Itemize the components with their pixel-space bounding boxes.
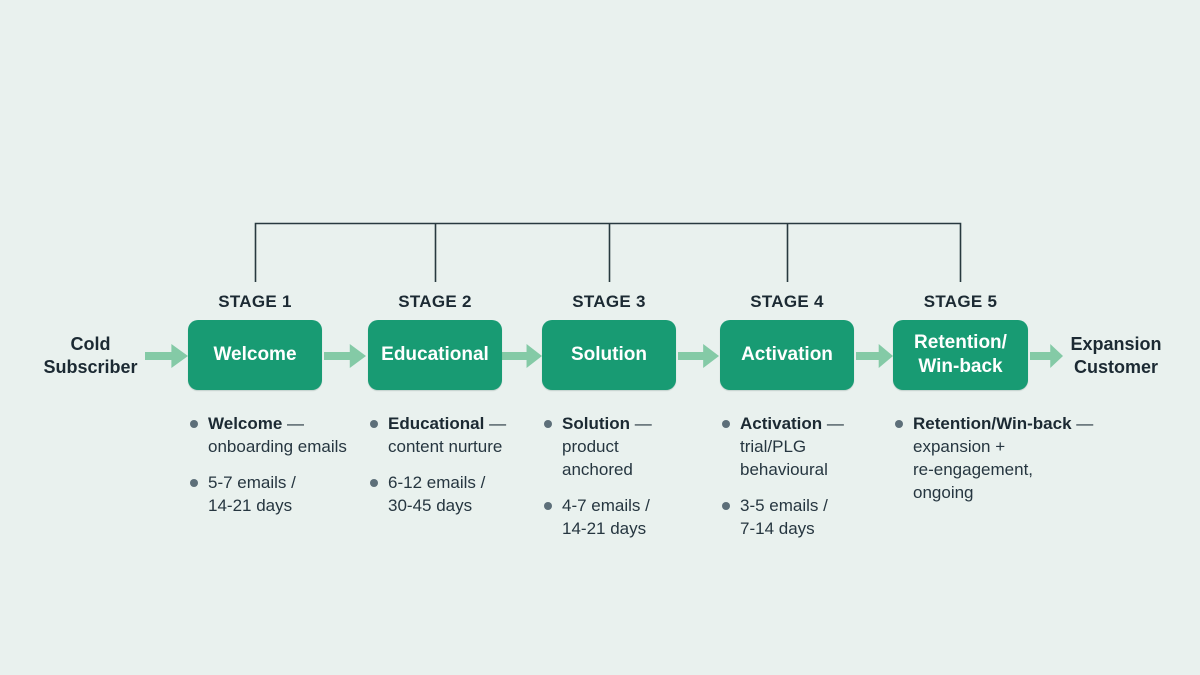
- bullet-bold: Welcome: [208, 414, 283, 433]
- stage-2-box-label: Educational: [381, 344, 489, 365]
- stage-4-box-label: Activation: [741, 344, 833, 365]
- bullet-dot-icon: [722, 420, 730, 428]
- bullet-dot-icon: [190, 479, 198, 487]
- list-item: 5-7 emails / 14-21 days: [188, 471, 363, 517]
- stage-5-column: STAGE 5 Retention/ Win-back Retention/Wi…: [893, 292, 1133, 517]
- stage-1-column: STAGE 1 Welcome Welcome — onboarding ema…: [188, 292, 363, 530]
- bullet-bold: Educational: [388, 414, 485, 433]
- list-item: Retention/Win-back — expansion + re-enga…: [893, 412, 1133, 504]
- bullet-text: 3-5 emails / 7-14 days: [740, 496, 828, 538]
- stage-4-label: STAGE 4: [750, 292, 824, 311]
- bullet-dot-icon: [544, 502, 552, 510]
- flow-arrow: [1030, 344, 1063, 368]
- stage-2-box: Educational: [368, 320, 502, 390]
- stage-1-label: STAGE 1: [218, 292, 292, 311]
- bullet-rest: — trial/PLG behavioural: [740, 414, 844, 479]
- stage-3-bullets: Solution — product anchored 4-7 emails /…: [542, 412, 717, 540]
- stage-2-column: STAGE 2 Educational Educational — conten…: [368, 292, 543, 530]
- bullet-text: Activation — trial/PLG behavioural: [740, 412, 844, 481]
- bullet-text: 6-12 emails / 30-45 days: [388, 473, 486, 515]
- stage-3-column: STAGE 3 Solution Solution — product anch…: [542, 292, 717, 553]
- stage-5-bullets: Retention/Win-back — expansion + re-enga…: [893, 412, 1133, 504]
- bullet-text: Retention/Win-back — expansion + re-enga…: [913, 412, 1093, 504]
- flow-arrow: [678, 344, 719, 368]
- bullet-dot-icon: [544, 420, 552, 428]
- bullet-dot-icon: [190, 420, 198, 428]
- bullet-bold: Retention/Win-back: [913, 414, 1072, 433]
- stage-2-bullets: Educational — content nurture 6-12 email…: [368, 412, 543, 517]
- list-item: Welcome — onboarding emails: [188, 412, 363, 458]
- bullet-dot-icon: [370, 479, 378, 487]
- flow-arrow: [502, 344, 542, 368]
- bracket-lines: [254, 222, 962, 282]
- stage-3-box: Solution: [542, 320, 676, 390]
- bullet-bold: Activation: [740, 414, 823, 433]
- list-item: Activation — trial/PLG behavioural: [720, 412, 895, 481]
- bullet-text: Educational — content nurture: [388, 412, 506, 458]
- bullet-rest: — content nurture: [388, 414, 507, 456]
- list-item: Educational — content nurture: [368, 412, 543, 458]
- list-item: 3-5 emails / 7-14 days: [720, 494, 895, 540]
- list-item: 4-7 emails / 14-21 days: [542, 494, 717, 540]
- stage-5-label: STAGE 5: [923, 292, 998, 311]
- bullet-dot-icon: [722, 502, 730, 510]
- bullet-rest: — onboarding emails: [208, 414, 347, 456]
- stage-1-box: Welcome: [188, 320, 322, 390]
- list-item: 6-12 emails / 30-45 days: [368, 471, 543, 517]
- bullet-dot-icon: [895, 420, 903, 428]
- stage-1-bullets: Welcome — onboarding emails 5-7 emails /…: [188, 412, 363, 517]
- bullet-bold: Solution: [562, 414, 630, 433]
- stage-4-bullets: Activation — trial/PLG behavioural 3-5 e…: [720, 412, 895, 540]
- list-item: Solution — product anchored: [542, 412, 717, 481]
- stage-5-box-label: Retention/ Win-back: [914, 332, 1007, 377]
- stage-1-box-label: Welcome: [213, 344, 297, 365]
- stage-2-label: STAGE 2: [398, 292, 472, 311]
- bullet-text: Solution — product anchored: [562, 412, 652, 481]
- stage-4-column: STAGE 4 Activation Activation — trial/PL…: [720, 292, 895, 553]
- stage-5-box: Retention/ Win-back: [893, 320, 1028, 390]
- stage-3-box-label: Solution: [571, 344, 647, 365]
- bullet-text: Welcome — onboarding emails: [208, 412, 347, 458]
- flow-arrow: [856, 344, 893, 368]
- flow-arrow: [324, 344, 366, 368]
- stage-3-label: STAGE 3: [572, 292, 646, 311]
- stage-4-box: Activation: [720, 320, 854, 390]
- bullet-text: 5-7 emails / 14-21 days: [208, 473, 296, 515]
- start-node-label: Cold Subscriber: [43, 334, 138, 377]
- bullet-text: 4-7 emails / 14-21 days: [562, 496, 650, 538]
- bullet-dot-icon: [370, 420, 378, 428]
- bullet-rest: — expansion + re-engagement, ongoing: [913, 414, 1094, 502]
- bullet-rest: — product anchored: [562, 414, 652, 479]
- flow-arrow: [145, 344, 188, 368]
- end-node-label: Expansion Customer: [1070, 334, 1162, 377]
